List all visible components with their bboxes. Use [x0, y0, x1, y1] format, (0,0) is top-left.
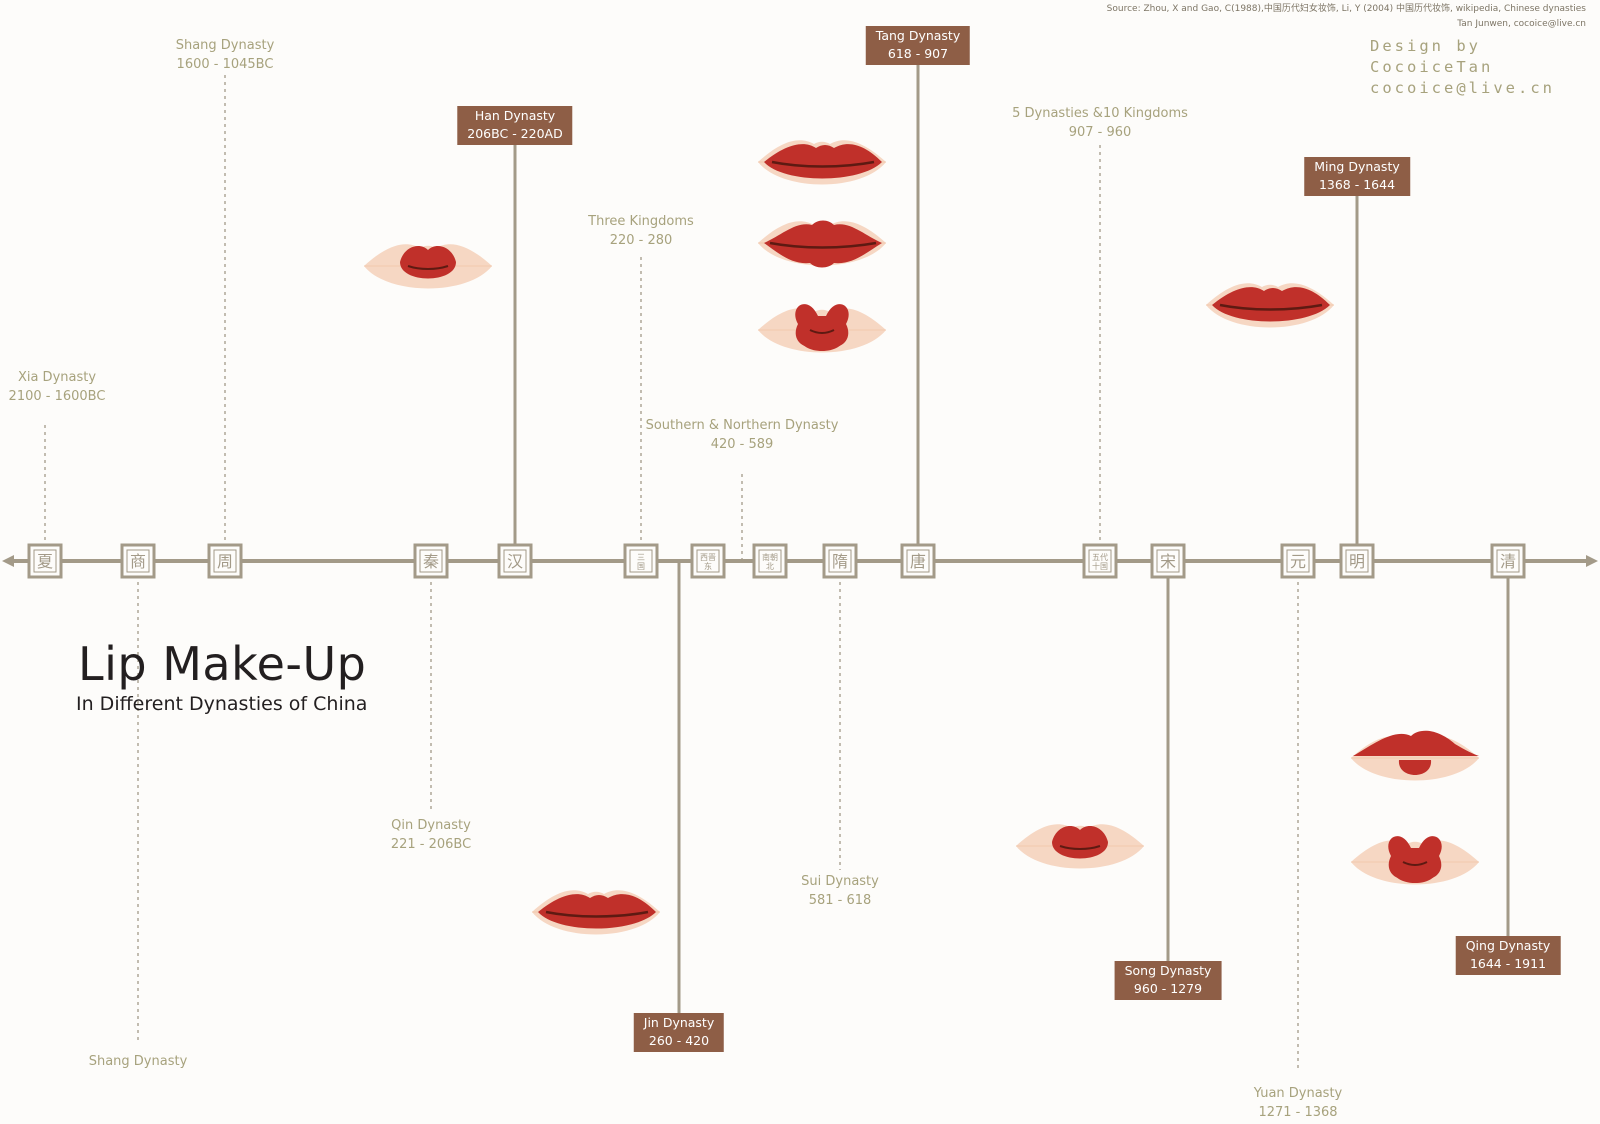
dynasty-marker: 秦	[413, 543, 449, 579]
marker-glyph: 汉	[507, 552, 523, 571]
marker-glyph: 五代	[1092, 552, 1108, 562]
lip-illustration	[1206, 283, 1334, 328]
lip-illustration	[1351, 836, 1479, 885]
marker-glyph: 宋	[1160, 552, 1176, 571]
marker-glyph: 商	[130, 552, 146, 571]
marker-glyph: 明	[1349, 552, 1365, 571]
dynasty-marker: 商	[120, 543, 156, 579]
source-line: Source: Zhou, X and Gao, C(1988),中国历代妇女妆…	[1106, 4, 1586, 14]
credit-line: cocoice@live.cn	[1370, 79, 1555, 97]
marker-glyph: 南朝	[762, 552, 778, 562]
lip-illustration	[758, 220, 886, 268]
dynasty-label: Ming Dynasty 1368 - 1644	[1304, 157, 1410, 196]
dynasty-marker: 三国	[623, 543, 659, 579]
dynasty-label: Shang Dynasty	[89, 1052, 188, 1071]
infographic-subtitle: In Different Dynasties of China	[76, 693, 368, 715]
dynasty-label: Three Kingdoms 220 - 280	[588, 212, 694, 250]
dynasty-name: Three Kingdoms	[588, 214, 694, 229]
marker-glyph: 周	[217, 552, 233, 571]
axis-arrow-right-icon	[1586, 555, 1598, 567]
dynasty-name: Shang Dynasty	[88, 1054, 188, 1069]
dynasty-label: Han Dynasty 206BC - 220AD	[457, 106, 573, 145]
marker-glyph: 十国	[1092, 561, 1108, 571]
dynasty-years: 221 - 206BC	[390, 837, 472, 852]
dynasty-years: 1644 - 1911	[1469, 956, 1547, 971]
dynasty-years: 220 - 280	[609, 233, 673, 248]
dynasty-name: Tang Dynasty	[875, 28, 961, 43]
lip-illustration	[364, 244, 492, 289]
dynasty-years: 907 - 960	[1068, 125, 1132, 140]
lip-illustration	[758, 304, 886, 353]
marker-glyph: 三	[637, 553, 645, 562]
axis-arrow-left-icon	[2, 555, 14, 567]
marker-glyph: 夏	[37, 552, 53, 571]
dynasty-name: 5 Dynasties &10 Kingdoms	[1012, 106, 1188, 121]
dynasty-name: Ming Dynasty	[1314, 159, 1400, 174]
dynasty-years: 420 - 589	[710, 437, 774, 452]
source-line: Tan Junwen, cocoice@live.cn	[1457, 19, 1586, 29]
dynasty-label: Southern & Northern Dynasty 420 - 589	[646, 416, 839, 454]
dynasty-years: 960 - 1279	[1133, 981, 1203, 996]
dynasty-label: Sui Dynasty 581 - 618	[801, 872, 879, 910]
dynasty-marker: 元	[1280, 543, 1316, 579]
dynasty-name: Sui Dynasty	[801, 874, 879, 889]
dynasty-label: Xia Dynasty 2100 - 1600BC	[9, 368, 106, 406]
dynasty-name: Jin Dynasty	[643, 1015, 715, 1030]
credit-line: Design by CocoiceTan	[1370, 37, 1494, 76]
dynasty-years: 206BC - 220AD	[467, 126, 563, 141]
dynasty-label: Qing Dynasty 1644 - 1911	[1455, 936, 1561, 975]
dynasty-name: Xia Dynasty	[17, 370, 97, 385]
lip-illustration	[758, 140, 886, 185]
dynasty-label: Tang Dynasty 618 - 907	[865, 26, 971, 65]
dynasty-marker: 南朝北	[752, 543, 788, 579]
dynasty-years: 581 - 618	[808, 893, 872, 908]
marker-glyph: 国	[637, 562, 645, 571]
dynasty-marker: 西晋东	[690, 543, 726, 579]
dynasty-label: Qin Dynasty 221 - 206BC	[391, 816, 471, 854]
marker-glyph: 东	[704, 561, 712, 571]
infographic-title: Lip Make-Up	[78, 637, 367, 691]
dynasty-label: Yuan Dynasty 1271 - 1368	[1254, 1084, 1343, 1122]
dynasty-name: Yuan Dynasty	[1253, 1086, 1343, 1101]
marker-glyph: 北	[766, 562, 774, 571]
dynasty-name: Han Dynasty	[474, 108, 556, 123]
marker-glyph: 元	[1290, 552, 1306, 571]
dynasty-name: Qin Dynasty	[391, 818, 471, 833]
dynasty-years: 1271 - 1368	[1258, 1105, 1338, 1120]
marker-glyph: 西晋	[700, 553, 716, 562]
dynasty-label: Shang Dynasty 1600 - 1045BC	[176, 36, 275, 74]
dynasty-name: Shang Dynasty	[175, 38, 275, 53]
marker-glyph: 隋	[832, 552, 848, 571]
dynasty-marker: 明	[1339, 543, 1375, 579]
dynasty-marker: 汉	[497, 543, 533, 579]
marker-glyph: 秦	[423, 552, 439, 571]
marker-glyph: 清	[1500, 552, 1516, 571]
dynasty-label: Song Dynasty 960 - 1279	[1114, 961, 1222, 1000]
lip-illustration	[1016, 824, 1144, 869]
dynasty-years: 260 - 420	[648, 1033, 710, 1048]
dynasty-marker: 清	[1490, 543, 1526, 579]
dynasty-years: 1368 - 1644	[1318, 177, 1396, 192]
dynasty-name: Song Dynasty	[1124, 963, 1212, 978]
marker-glyph: 唐	[910, 552, 926, 571]
designer-credit: Design by CocoiceTan cocoice@live.cn	[1370, 36, 1600, 99]
dynasty-marker: 唐	[900, 543, 936, 579]
dynasty-marker: 宋	[1150, 543, 1186, 579]
source-citation: Source: Zhou, X and Gao, C(1988),中国历代妇女妆…	[1107, 2, 1586, 32]
lip-illustration	[532, 890, 660, 935]
lip-illustration	[1351, 730, 1479, 781]
dynasty-marker: 隋	[822, 543, 858, 579]
dynasty-label: 5 Dynasties &10 Kingdoms 907 - 960	[1012, 104, 1188, 142]
dynasty-label: Jin Dynasty 260 - 420	[633, 1013, 725, 1052]
dynasty-name: Southern & Northern Dynasty	[645, 418, 839, 433]
dynasty-marker: 夏	[27, 543, 63, 579]
dynasty-years: 618 - 907	[887, 46, 949, 61]
dynasty-name: Qing Dynasty	[1465, 938, 1551, 953]
dynasty-years: 1600 - 1045BC	[176, 57, 274, 72]
dynasty-years: 2100 - 1600BC	[8, 389, 106, 404]
dynasty-marker: 周	[207, 543, 243, 579]
